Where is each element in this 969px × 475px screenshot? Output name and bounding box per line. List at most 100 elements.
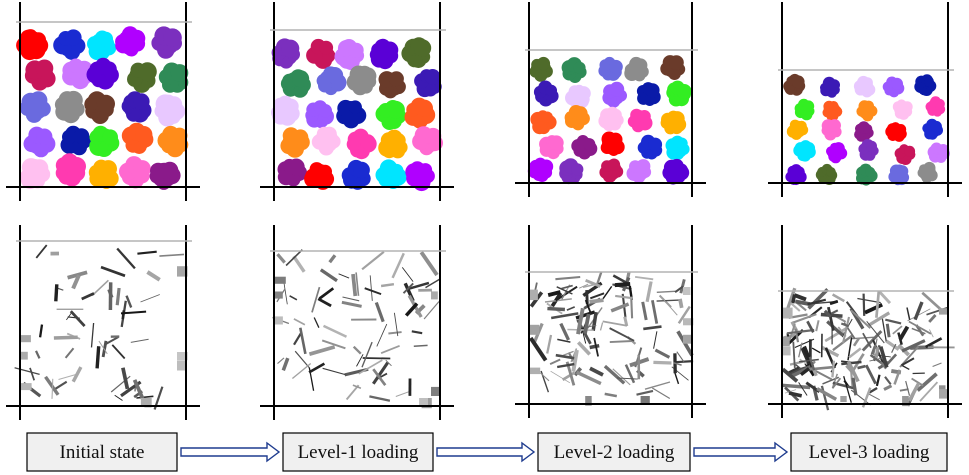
contact-force-segment [634,276,654,281]
particle [539,135,564,160]
contact-force-segment [636,389,654,396]
contact-force-segment [391,252,405,279]
stage-box-level1: Level-1 loading [282,432,434,472]
contact-force-segment [901,339,926,353]
contact-force-segment [874,346,880,358]
particle [565,84,591,109]
contact-force-segment [374,301,385,323]
contact-force-segment [556,286,573,295]
contact-force-segment [557,338,571,343]
contact-force-segment [893,369,901,385]
wall-contact-block [683,334,693,344]
contact-force-segment [540,372,550,382]
contact-force-segment [361,250,385,271]
particle [793,140,816,162]
stage-label: Level-2 loading [554,442,675,463]
contact-force-segment [299,327,307,355]
contact-force-segment [928,314,937,323]
contact-force-segment [388,331,402,335]
contact-force-segment [630,296,634,319]
contact-force-segment [911,377,924,387]
contact-force-segment [676,351,685,363]
particle [53,29,86,60]
stage-box-initial: Initial state [26,432,178,472]
particle [280,69,311,98]
contact-force-segment [623,316,629,327]
contact-force-segment [352,345,362,355]
contact-force-segment [91,279,109,297]
particle [271,38,300,69]
contact-force-segment [824,326,848,343]
contact-force-segment [879,346,889,368]
contact-force-segment [907,382,921,402]
stage-box-level2: Level-2 loading [537,432,691,472]
contact-force-segment [609,340,633,344]
contact-force-segment [641,301,648,321]
wall-contact-block [419,398,428,407]
contact-force-segment [867,311,891,327]
contact-force-segment [790,364,814,379]
contact-force-segment [891,343,897,353]
contact-force-segment [54,284,59,302]
contact-force-segment [788,391,803,398]
contact-force-segment [857,364,866,370]
contact-force-segment [885,318,902,325]
contact-force-segment [561,371,576,381]
contact-force-segment [413,344,428,347]
contact-force-segment [677,305,691,324]
contact-force-segment [111,344,126,360]
contact-force-segment [884,376,892,385]
particle [154,94,186,127]
contact-force-segment [566,306,576,311]
particle [527,157,554,182]
contact-force-segment [395,391,410,397]
contact-force-segment [351,273,358,297]
contact-force-segment [663,299,678,316]
wall-contact-block [530,289,538,301]
contact-force-segment [916,372,938,392]
particle [378,71,406,99]
wall-contact-block [683,287,691,295]
particle [157,125,189,158]
contact-force-segment [319,268,338,283]
contact-force-segment [313,317,320,328]
contact-force-segment [864,364,877,385]
force-chain-panel-level3 [768,225,962,418]
wall-contact-block [177,266,188,277]
particle [305,100,334,129]
contact-force-segment [338,273,350,279]
particle [826,142,848,164]
particle [856,100,878,122]
particle [599,158,624,183]
contact-force-segment [393,312,399,337]
contact-force-segment [38,324,44,338]
particle [149,161,181,190]
wall-contact-block [21,335,31,343]
contact-force-segment [404,302,419,317]
contact-force-segment [612,274,628,285]
contact-force-segment [380,283,395,288]
particle [88,159,119,189]
contact-force-segment [900,357,915,367]
contact-force-segment [589,343,600,350]
contact-force-segment [561,284,573,290]
contact-force-segment [120,310,147,315]
particle [559,158,584,185]
contact-force-segment [827,306,835,331]
contact-force-segment [862,332,872,349]
contact-force-segment [905,380,911,396]
contact-force-segment [831,360,836,378]
flow-arrow [693,441,789,463]
contact-force-segment [924,337,943,349]
contact-force-segment [885,323,891,338]
contact-force-segment [361,341,373,368]
contact-force-segment [612,368,631,386]
contact-force-segment [345,384,360,401]
contact-force-segment [593,337,599,357]
particle [602,81,628,108]
contact-force-segment [653,360,672,365]
contact-force-segment [831,293,845,303]
particle [87,30,117,61]
particle [530,110,557,135]
